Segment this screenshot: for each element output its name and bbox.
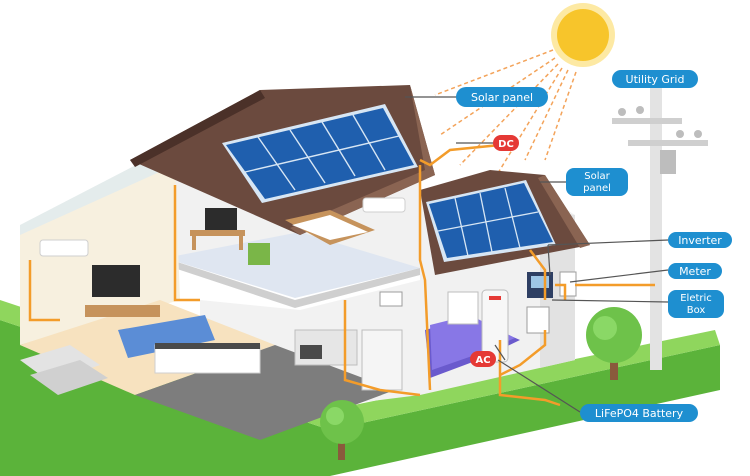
label-solar-panel-annex-line2: panel (583, 183, 611, 194)
label-battery-text: LiFePO4 Battery (595, 407, 684, 420)
sun-rays (434, 49, 577, 179)
wiring (28, 143, 655, 407)
tree-front (320, 400, 364, 460)
label-battery: LiFePO4 Battery (580, 404, 698, 422)
label-meter: Meter (668, 263, 722, 279)
living-room-furniture (39, 239, 261, 374)
kitchen-appliances (294, 291, 403, 391)
label-electric-box: Eletric Box (668, 290, 724, 318)
badge-dc: DC (493, 135, 519, 151)
label-solar-panel-main-text: Solar panel (471, 91, 533, 104)
label-meter-text: Meter (679, 265, 711, 278)
tree-right (586, 307, 642, 380)
label-electric-box-line1: Eletric (680, 293, 712, 304)
label-solar-panel-annex: Solar panel (566, 168, 628, 196)
badge-ac: AC (470, 351, 496, 367)
utility-pole (612, 85, 708, 370)
annex-equipment (447, 271, 577, 363)
label-utility-grid-text: Utility Grid (626, 73, 685, 86)
label-inverter-text: Inverter (678, 234, 722, 247)
badge-dc-text: DC (498, 139, 514, 150)
solar-panel-array-annex (426, 180, 556, 262)
label-solar-panel-main: Solar panel (456, 87, 548, 107)
label-utility-grid: Utility Grid (612, 70, 698, 88)
bedroom-furniture (190, 197, 406, 265)
solar-panel-array-main (222, 104, 418, 203)
label-electric-box-line2: Box (687, 305, 706, 316)
label-inverter: Inverter (668, 232, 732, 248)
badge-ac-text: AC (475, 355, 490, 366)
sun-icon (551, 3, 615, 67)
label-solar-panel-annex-line1: Solar (584, 171, 610, 182)
